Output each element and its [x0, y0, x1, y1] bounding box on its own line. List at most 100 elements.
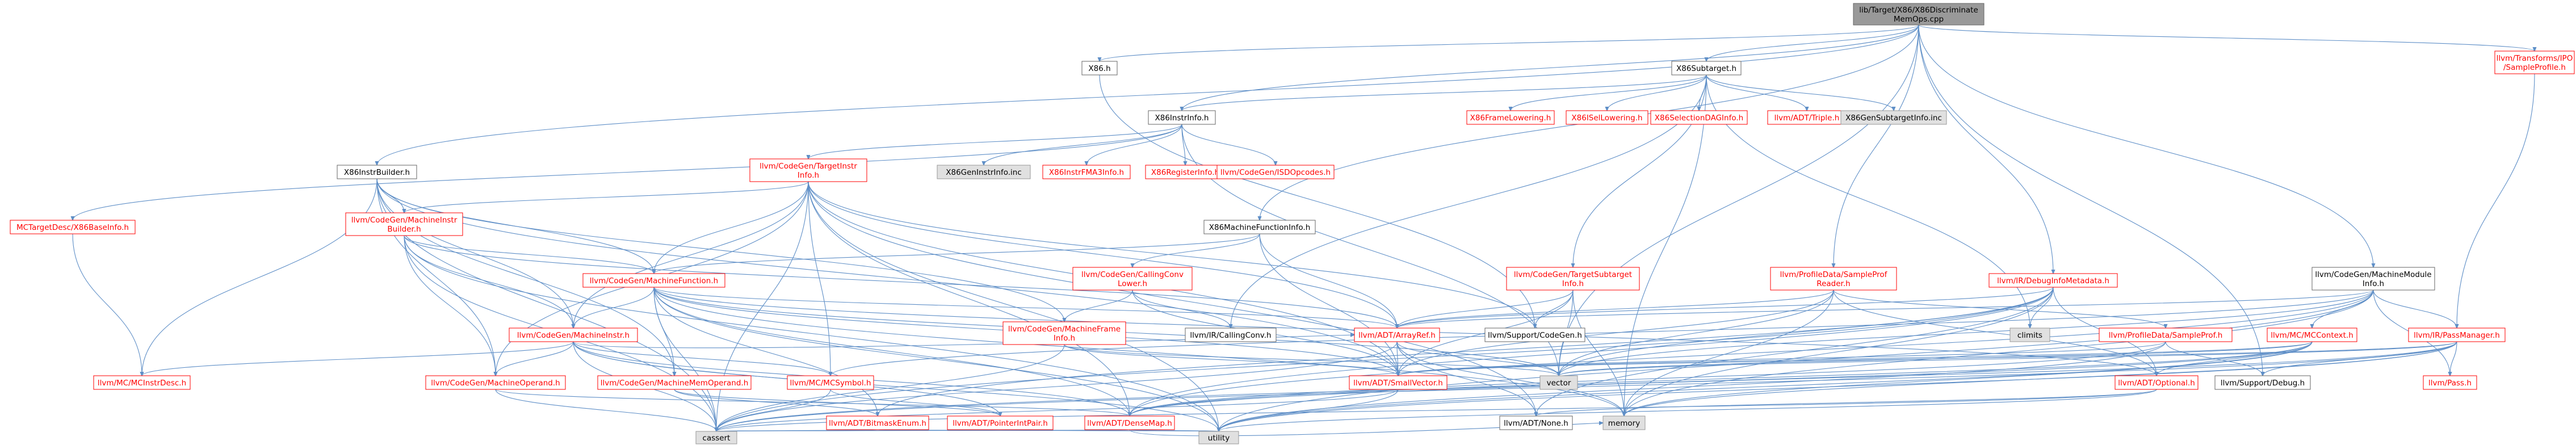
node-supportdebug[interactable]: llvm/Support/Debug.h	[2214, 375, 2311, 390]
node-label: X86ISelLowering.h	[1571, 114, 1642, 123]
node-passmanager[interactable]: llvm/IR/PassManager.h	[2408, 328, 2506, 342]
node-pointerintpair[interactable]: llvm/ADT/PointerIntPair.h	[947, 415, 1054, 430]
node-machinefunction[interactable]: llvm/CodeGen/MachineFunction.h	[582, 273, 725, 288]
node-box	[345, 212, 463, 236]
node-x86selectiondag[interactable]: X86SelectionDAGInfo.h	[1650, 110, 1748, 125]
node-none[interactable]: llvm/ADT/None.h	[1499, 415, 1573, 430]
node-x86framelowering[interactable]: X86FrameLowering.h	[1466, 110, 1555, 125]
node-box	[1002, 321, 1126, 345]
node-box	[947, 415, 1054, 430]
edge-mccontext-to-cassert	[716, 341, 2313, 431]
node-label: llvm/MC/MCContext.h	[2271, 331, 2353, 340]
edge-root-to-x86instrbuilder	[377, 24, 1919, 165]
node-x86geninstr[interactable]: X86GenInstrInfo.inc	[937, 165, 1031, 179]
node-label: X86InstrFMA3Info.h	[1049, 168, 1124, 177]
node-label: Reader.h	[1816, 279, 1850, 288]
node-box	[1081, 61, 1118, 75]
edge-passmanager-to-cassert	[716, 341, 2457, 431]
node-mccontext[interactable]: llvm/MC/MCContext.h	[2267, 328, 2357, 342]
node-climits[interactable]: climits	[2009, 328, 2050, 342]
node-x86registerinfo[interactable]: X86RegisterInfo.h	[1145, 165, 1226, 179]
edge-targetinstrinfo-to-machinefunction	[654, 181, 809, 274]
edge-passmanager-to-densemap	[1130, 341, 2457, 416]
edge-machineoperand-to-cassert	[495, 389, 716, 431]
node-isdopcodes[interactable]: llvm/CodeGen/ISDOpcodes.h	[1216, 165, 1335, 179]
node-machineinstr[interactable]: llvm/CodeGen/MachineInstr.h	[509, 328, 638, 342]
edge-root-to-supportdebug	[1918, 24, 2263, 376]
edge-passmanager-to-utility	[1219, 341, 2457, 431]
node-label: Info.h	[2363, 279, 2384, 288]
node-box	[749, 158, 867, 182]
node-x86gensubtarget[interactable]: X86GenSubtargetInfo.inc	[1840, 110, 1947, 125]
node-smallvector[interactable]: llvm/ADT/SmallVector.h	[1349, 375, 1448, 390]
node-arrayref[interactable]: llvm/ADT/ArrayRef.h	[1354, 328, 1440, 342]
node-label: MemOps.cpp	[1894, 15, 1944, 24]
node-cassert[interactable]: cassert	[695, 431, 737, 444]
node-label: X86SelectionDAGInfo.h	[1655, 114, 1743, 123]
node-machinememoperand[interactable]: llvm/CodeGen/MachineMemOperand.h	[597, 375, 752, 390]
node-x86mfi[interactable]: X86MachineFunctionInfo.h	[1203, 220, 1316, 234]
node-densemap[interactable]: llvm/ADT/DenseMap.h	[1084, 415, 1175, 430]
node-x86h[interactable]: X86.h	[1081, 61, 1118, 75]
node-box	[1203, 220, 1316, 234]
node-mcinstrdesc[interactable]: llvm/MC/MCInstrDesc.h	[93, 375, 191, 390]
node-x86subtarget[interactable]: X86Subtarget.h	[1671, 61, 1742, 75]
node-pass[interactable]: llvm/Pass.h	[2423, 375, 2477, 390]
edge-machinememoperand-to-pointerintpair	[674, 389, 1000, 416]
edge-sampleprof-to-supportdebug	[2165, 341, 2263, 376]
node-box	[1042, 165, 1131, 179]
node-label: llvm/ADT/ArrayRef.h	[1358, 331, 1436, 340]
edge-machinefunction-to-machineinstr	[573, 287, 655, 328]
node-label: llvm/ProfileData/SampleProf.h	[2109, 331, 2223, 340]
node-optional[interactable]: llvm/ADT/Optional.h	[2114, 375, 2199, 390]
node-label: llvm/IR/DebugInfoMetadata.h	[1997, 276, 2109, 286]
edge-machinemoduleinfo-to-vector	[1559, 289, 2374, 376]
node-supportcodegen[interactable]: llvm/Support/CodeGen.h	[1484, 328, 1585, 342]
edge-debuginfometadata-to-none	[1536, 287, 2054, 416]
node-box	[1840, 110, 1947, 125]
edge-smallvector-to-cassert	[716, 389, 1399, 431]
node-x86instrbuilder[interactable]: X86InstrBuilder.h	[337, 165, 417, 179]
node-x86baseinfo[interactable]: MCTargetDesc/X86BaseInfo.h	[10, 220, 136, 234]
node-vector[interactable]: vector	[1539, 375, 1578, 390]
node-x86instrfma3[interactable]: X86InstrFMA3Info.h	[1042, 165, 1131, 179]
edge-mccontext-to-utility	[1219, 341, 2313, 431]
edge-debuginfometadata-to-cassert	[716, 287, 2054, 431]
node-box	[1216, 165, 1335, 179]
node-label: llvm/CodeGen/MachineFunction.h	[590, 276, 718, 286]
node-box	[2214, 375, 2311, 390]
node-box	[93, 375, 191, 390]
node-x86instrinfo[interactable]: X86InstrInfo.h	[1148, 110, 1216, 125]
node-x86isellowering[interactable]: X86ISelLowering.h	[1566, 110, 1648, 125]
edge-x86mfi-to-callingconvlower	[1132, 233, 1260, 267]
node-triple[interactable]: llvm/ADT/Triple.h	[1767, 110, 1847, 125]
node-sampleprofile[interactable]: llvm/Transforms/IPO/SampleProfile.h	[2494, 51, 2575, 74]
edge-root-to-x86subtarget	[1706, 24, 1919, 61]
node-box	[2311, 267, 2435, 291]
node-machineoperand[interactable]: llvm/CodeGen/MachineOperand.h	[425, 375, 566, 390]
edge-x86subtarget-to-x86framelowering	[1511, 74, 1707, 111]
edge-callingconvlower-to-irconv	[1132, 289, 1231, 328]
edge-x86subtarget-to-x86gensubtarget	[1706, 74, 1894, 111]
edge-mccontext-to-densemap	[1130, 341, 2313, 416]
node-label: vector	[1547, 379, 1571, 388]
node-mcsymbol[interactable]: llvm/MC/MCSymbol.h	[787, 375, 874, 390]
node-irconv[interactable]: llvm/IR/CallingConv.h	[1185, 328, 1277, 342]
edge-machinemoduleinfo-to-arrayref	[1397, 289, 2374, 328]
node-debuginfometadata[interactable]: llvm/IR/DebugInfoMetadata.h	[1988, 273, 2118, 288]
node-utility[interactable]: utility	[1198, 431, 1239, 444]
edge-x86instrinfo-to-x86baseinfo	[73, 124, 1182, 220]
node-bitmaskenum[interactable]: llvm/ADT/BitmaskEnum.h	[826, 415, 929, 430]
node-memory[interactable]: memory	[1602, 415, 1646, 430]
node-sampleprof[interactable]: llvm/ProfileData/SampleProf.h	[2099, 328, 2233, 342]
node-box	[1539, 375, 1578, 390]
edge-machineinstr-to-mcinstrdesc	[142, 341, 574, 376]
